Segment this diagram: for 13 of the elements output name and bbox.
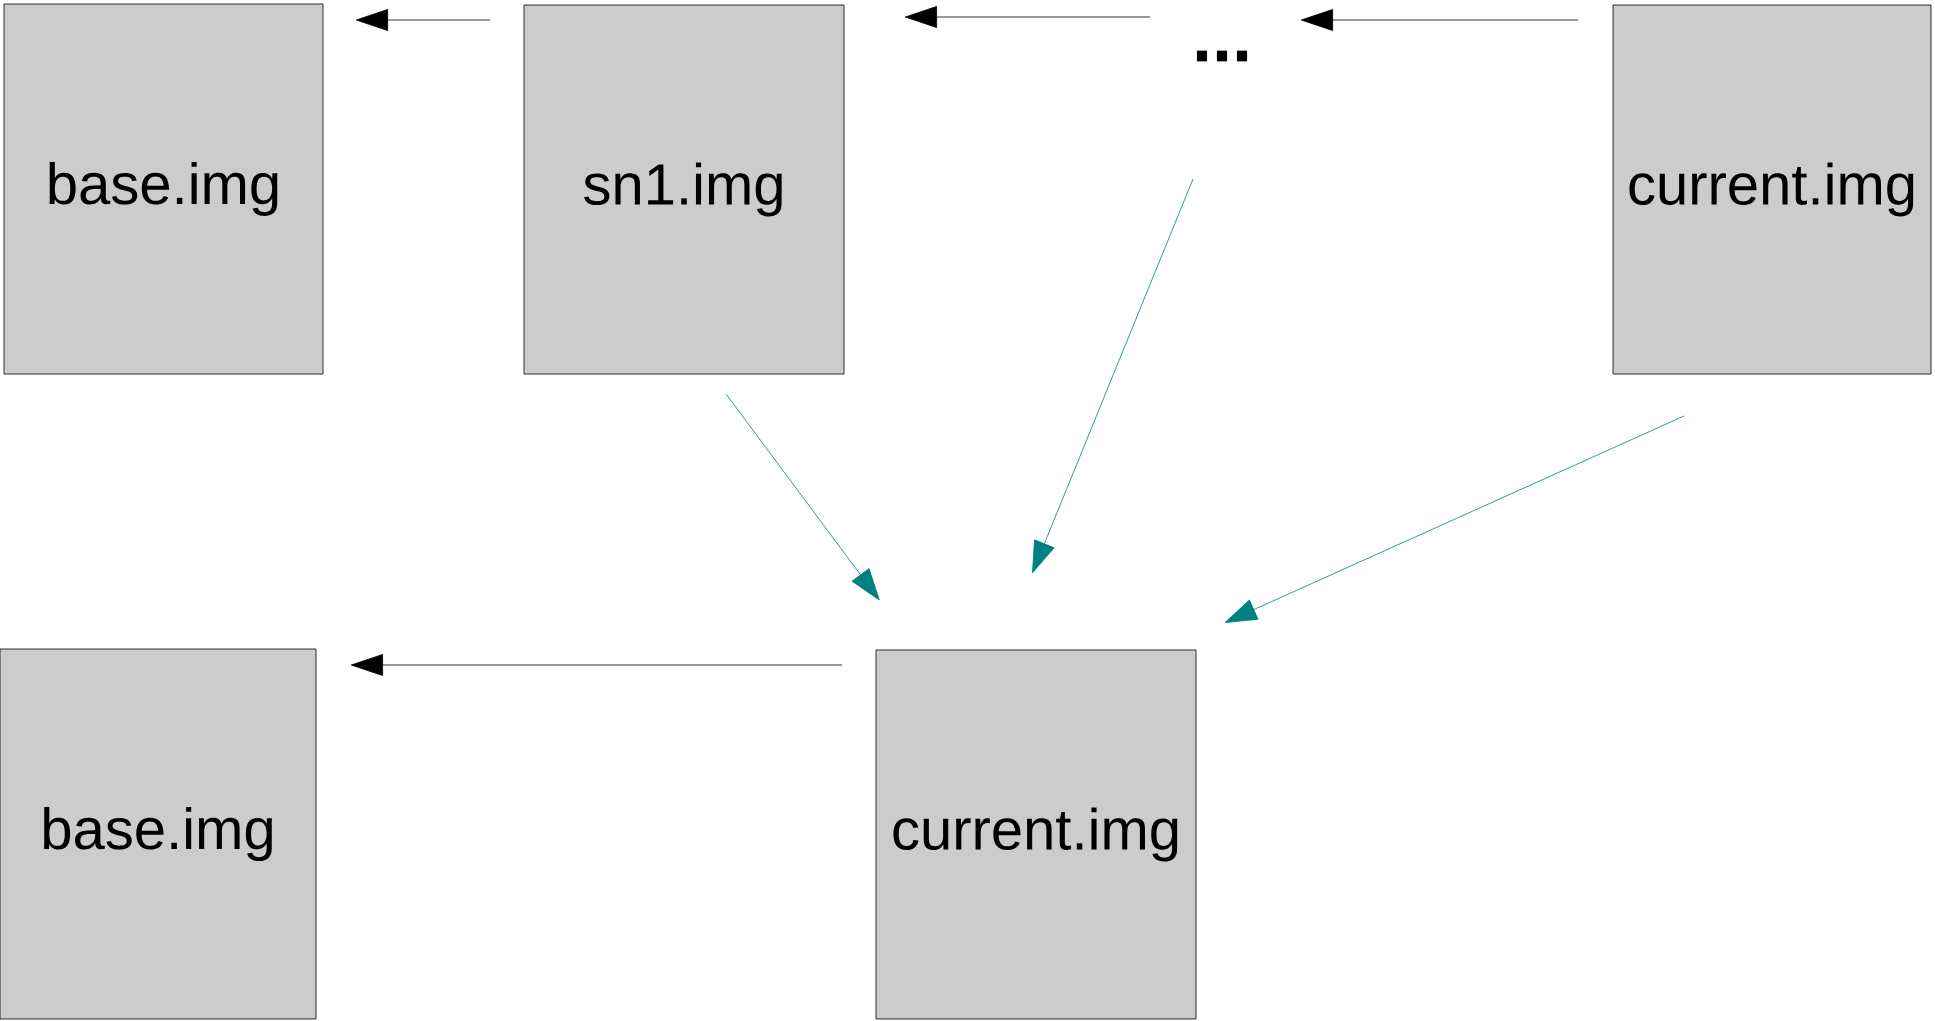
arrow	[355, 9, 491, 31]
arrow	[1032, 178, 1194, 574]
arrow	[1300, 9, 1579, 31]
file-box: base.img	[0, 648, 317, 1020]
ellipsis-text: ...	[1196, 50, 1248, 62]
file-box: current.img	[1612, 4, 1932, 375]
arrow	[350, 654, 843, 676]
file-box: sn1.img	[523, 4, 845, 375]
arrow	[725, 393, 880, 601]
arrow	[904, 6, 1151, 28]
file-box: current.img	[875, 649, 1197, 1020]
arrow	[1224, 415, 1685, 623]
file-box: base.img	[3, 3, 324, 375]
